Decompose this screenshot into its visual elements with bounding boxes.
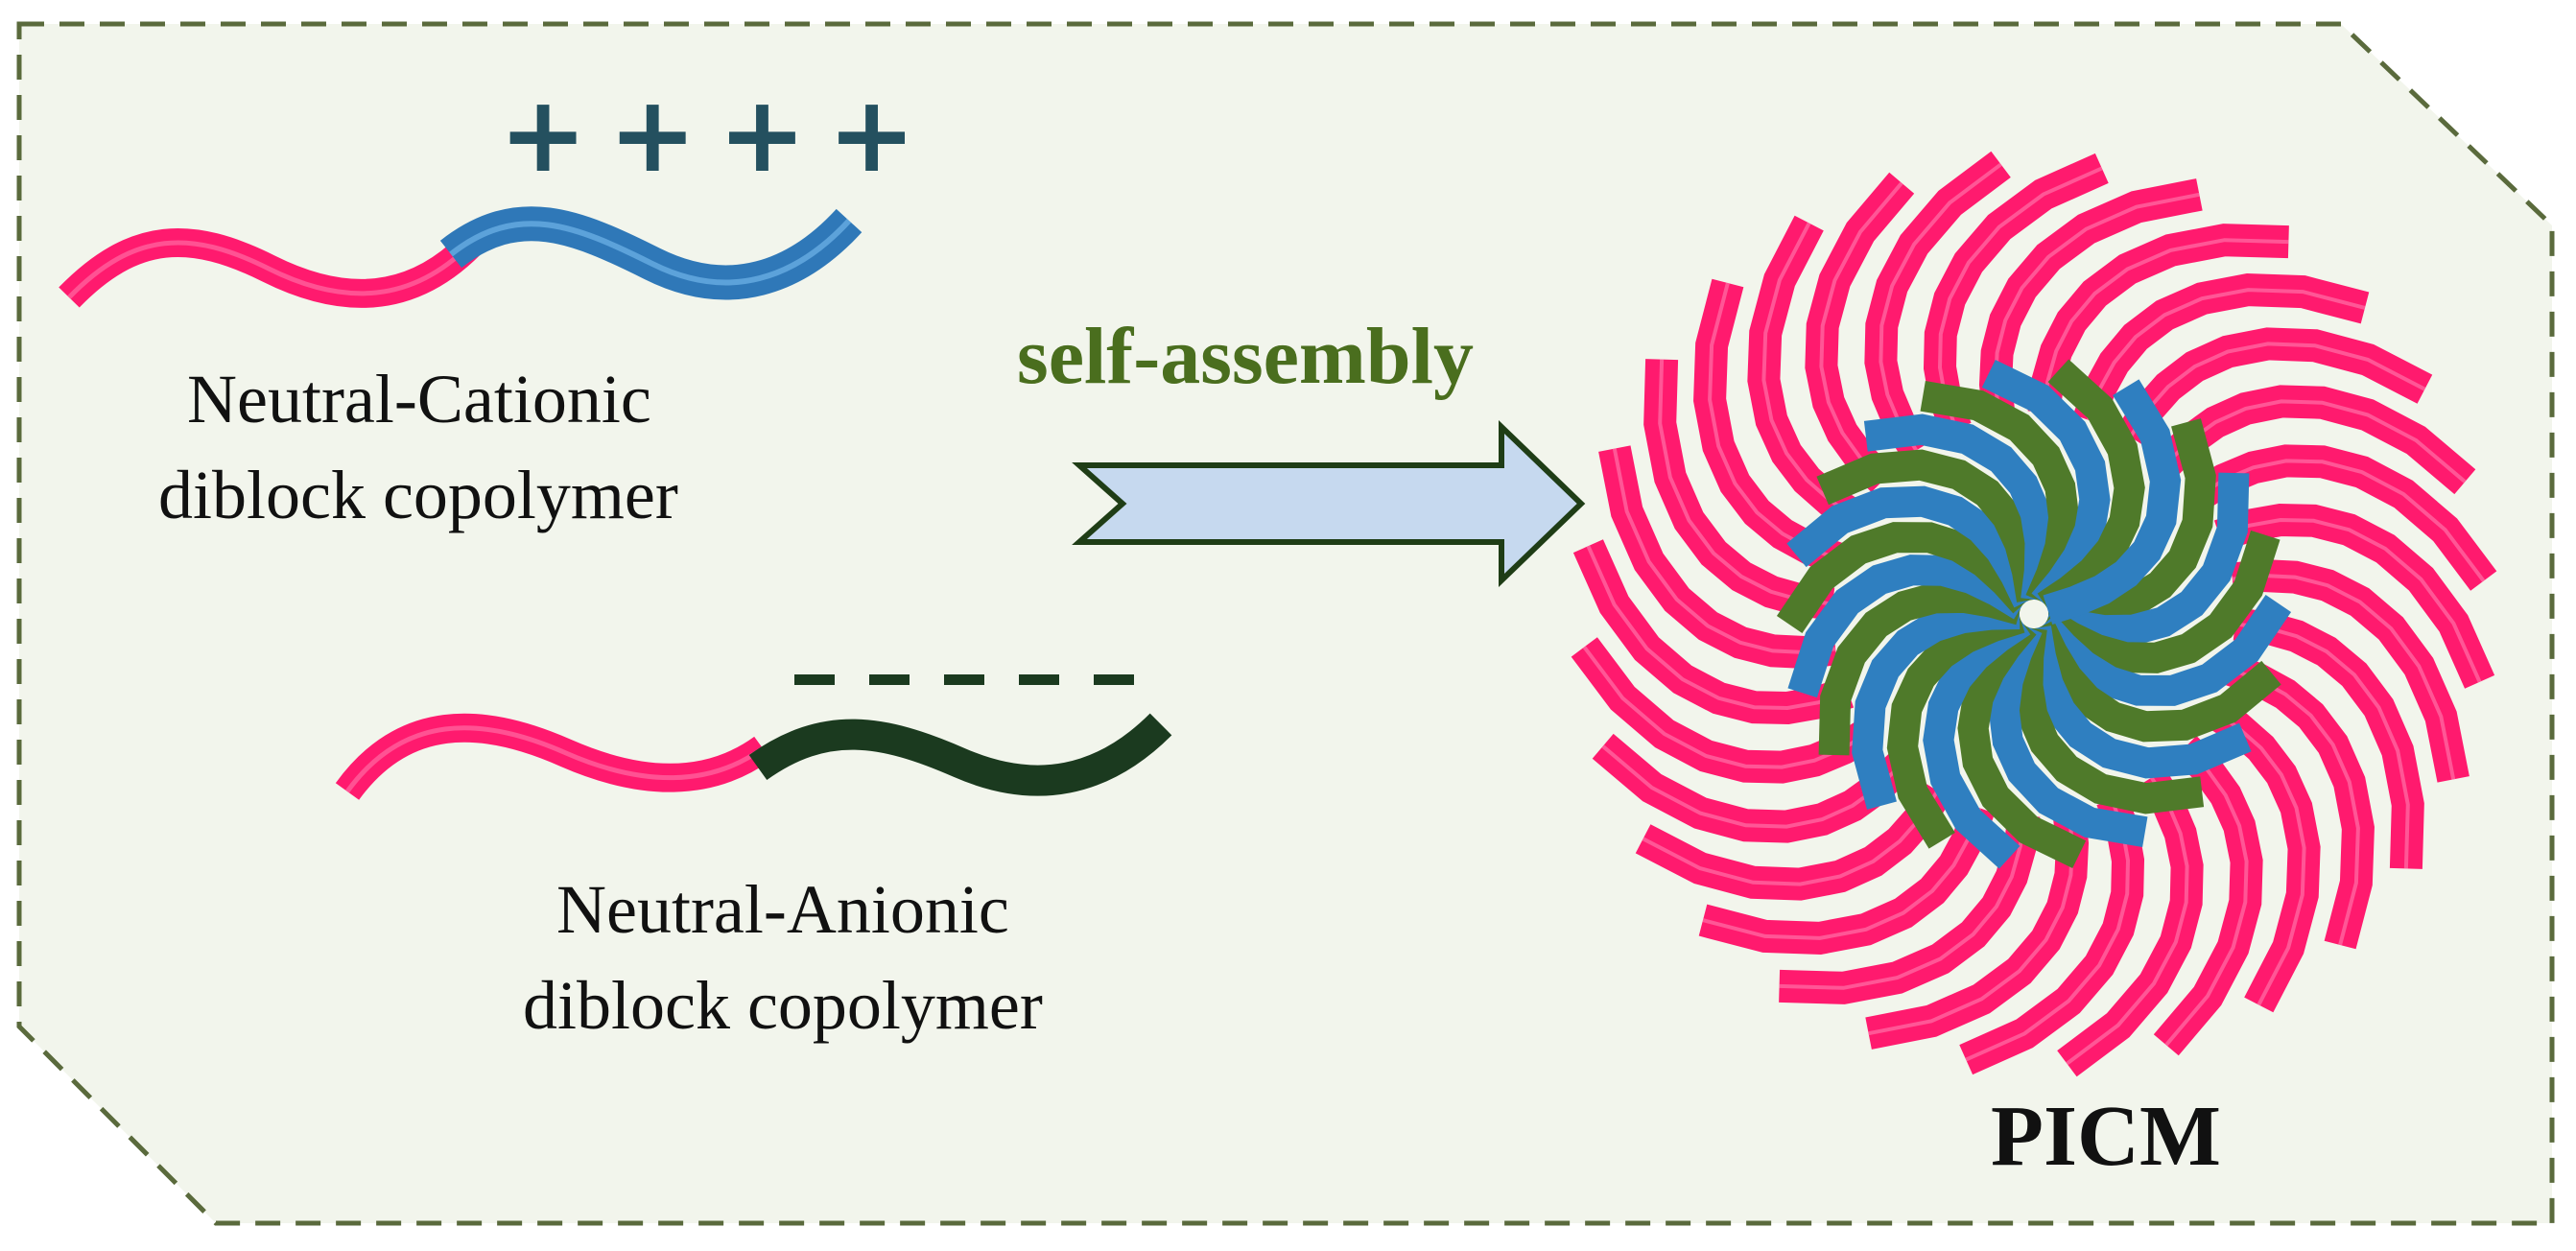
corona-chain-highlight [2164,745,2249,1047]
corona-chain-highlight [2042,238,2289,413]
anionic-copolymer-charged-block [748,713,1172,796]
corona-chain-highlight [1702,807,1981,940]
picm-micelle [1571,151,2497,1077]
corona-chain-highlight [1879,162,2002,452]
minus-sign [944,674,984,685]
anionic-copolymer-neutral-highlight [344,725,765,793]
panel-frame [16,21,2555,1226]
corona-chain-highlight [2232,573,2456,780]
corona-chain-highlight [1612,448,1836,655]
core-cationic-chain [2043,379,2182,626]
self-assembly-arrow [1072,419,1586,588]
corona-chain-highlight [1642,790,1940,886]
corona-chain-highlight [2066,776,2189,1066]
minus-sign [794,674,835,685]
minus-sign [1094,674,1134,685]
picm-label: PICM [1991,1089,2221,1184]
corona-chain-highlight [1779,814,2026,990]
cationic-label-line2: diblock copolymer [158,457,678,533]
cationic-copolymer-neutral-highlight [67,240,472,299]
corona-chain-highlight [2210,708,2306,1006]
positive-charge-marks: ++++ [499,73,937,196]
corona-chain-highlight [1761,222,1858,520]
anionic-label-line2: diblock copolymer [523,967,1043,1044]
corona-chain-highlight [2218,517,2482,683]
corona-chain-highlight [1586,545,1850,711]
corona-chain-highlight [2128,342,2426,438]
minus-sign [869,674,910,685]
minus-sign [1019,674,1059,685]
cationic-label-line1: Neutral-Cationic [187,361,651,437]
anionic-label-line1: Neutral-Anionic [556,871,1009,948]
cationic-copolymer [59,206,863,308]
self-assembly-label: self-assembly [1017,312,1474,401]
anionic-copolymer [335,713,1172,801]
micelle-core [1776,359,2292,869]
cationic-copolymer-charged-highlight [449,218,852,286]
corona-chain-highlight [2087,288,2366,421]
negative-charge-marks [794,674,1134,685]
corona-chain-highlight [1819,181,1903,483]
